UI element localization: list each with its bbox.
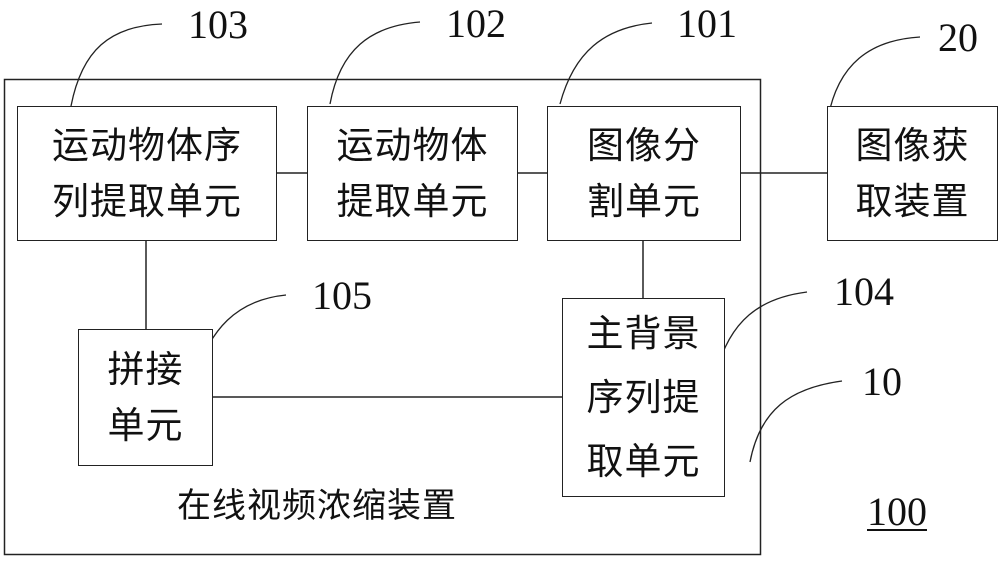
unit-103-line2: 列提取单元 (52, 179, 242, 223)
unit-101-line1: 图像分 (587, 123, 701, 167)
ref-label-105: 105 (312, 273, 372, 318)
unit-105-line1: 拼接 (107, 347, 184, 391)
figure-number: 100 (867, 489, 927, 534)
ref-label-104: 104 (834, 269, 894, 314)
device-20-line1: 图像获 (855, 123, 970, 167)
unit-103-moving-object-sequence-extraction: 运动物体序 列提取单元 (17, 106, 277, 241)
unit-101-line2: 割单元 (587, 179, 701, 223)
device-20-line2: 取装置 (855, 179, 970, 223)
ref-label-10: 10 (862, 359, 902, 404)
unit-105-line2: 单元 (107, 403, 184, 447)
unit-102-line1: 运动物体 (336, 123, 489, 167)
device-caption: 在线视频浓缩装置 (177, 486, 457, 526)
unit-101-image-segmentation: 图像分 割单元 (547, 106, 741, 241)
device-10-boundary (3, 78, 762, 556)
ref-label-102: 102 (446, 1, 506, 46)
ref-label-103: 103 (188, 2, 248, 47)
unit-102-moving-object-extraction: 运动物体 提取单元 (307, 106, 518, 241)
unit-104-main-background-sequence-extraction: 主背景 序列提 取单元 (562, 298, 725, 497)
unit-105-stitching: 拼接 单元 (78, 329, 213, 466)
unit-102-line2: 提取单元 (336, 179, 489, 223)
leader-10 (749, 380, 843, 463)
unit-104-line2: 序列提 (586, 375, 701, 419)
leader-103 (70, 23, 163, 107)
unit-104-line3: 取单元 (586, 439, 701, 483)
unit-104-line1: 主背景 (586, 311, 701, 355)
leader-104 (715, 291, 808, 374)
leader-101 (559, 22, 653, 105)
ref-label-101: 101 (677, 1, 737, 46)
leader-20 (827, 36, 921, 119)
ref-label-20: 20 (938, 15, 978, 60)
unit-103-line1: 运动物体序 (52, 123, 242, 167)
device-20-image-acquisition: 图像获 取装置 (827, 106, 998, 241)
leader-102 (329, 21, 421, 105)
